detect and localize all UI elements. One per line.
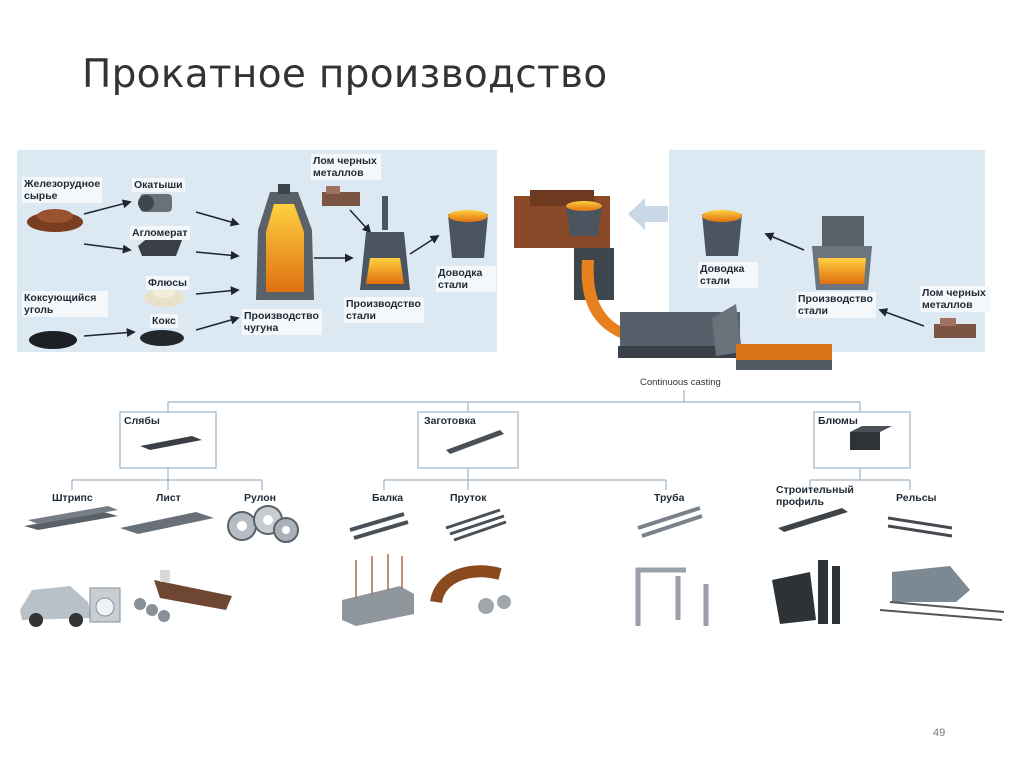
scrap-icon [322,186,360,206]
label-agglomerate: Агломерат [130,226,190,240]
cable-icon [430,565,511,614]
label-continuous-casting: Continuous casting [640,377,721,388]
label-structural: Строительный профиль [776,484,854,508]
pipeline-icon [635,567,709,626]
coking-coal-icon [29,331,77,349]
strips-icon [24,506,118,530]
rails-icon [887,516,953,538]
bar-icon [445,508,507,542]
car-icon [20,586,92,627]
label-beam: Балка [372,492,404,504]
page-title: Прокатное производство [82,52,608,97]
label-iron-ore: Железорудное сырье [22,177,102,203]
label-slabs: Слябы [124,415,160,427]
label-steel-refining-right: Доводка стали [698,262,758,288]
ladle-right-icon [702,210,742,256]
ship-icon [154,570,232,610]
label-fluxes: Флюсы [146,276,190,290]
pipes-stack-icon [134,598,170,622]
label-coking-coal: Коксующийся уголь [22,291,108,317]
label-bar: Пруток [450,492,487,504]
electric-furnace-icon [812,216,872,290]
agglomerate-icon [138,236,182,256]
label-scrap: Лом черных металлов [311,154,381,180]
continuous-caster-icon [514,190,832,370]
label-steel-refining: Доводка стали [436,266,496,292]
profiles-icon [772,560,840,624]
label-blooms: Блюмы [818,415,858,427]
label-coil: Рулон [244,492,276,504]
converter-icon [360,196,410,290]
coil-icon [227,505,299,543]
label-coke: Кокс [150,314,178,328]
billet-icon [446,430,504,454]
label-pellets: Окатыши [132,178,185,192]
washing-machine-icon [89,587,121,623]
label-sheet: Лист [156,492,181,504]
label-pipe: Труба [654,492,685,504]
label-strips: Штрипс [52,492,93,504]
label-billet: Заготовка [424,415,476,427]
pipe-icon [637,506,703,538]
train-icon [879,566,1005,621]
concrete-foundation-icon [342,554,414,626]
iron-ore-icon [27,209,83,232]
pellets-icon [138,194,172,212]
structural-icon [778,508,848,532]
bloom-icon [850,426,892,450]
label-steel-production-right: Производство стали [796,292,876,318]
label-scrap-right: Лом черных металлов [920,286,990,312]
page-number: 49 [933,727,946,739]
ladle-icon [448,210,488,258]
label-rails: Рельсы [896,492,937,504]
product-tree-lines [71,390,911,490]
sheet-icon [120,512,214,534]
scrap-right-icon [934,318,976,338]
label-iron-production: Производство чугуна [242,309,322,335]
coke-icon [140,330,184,346]
blast-furnace-icon [256,184,314,300]
flow-arrow-icon [628,198,668,230]
slab-icon [140,436,202,450]
beam-icon [349,512,409,540]
label-steel-production: Производство стали [344,297,424,323]
